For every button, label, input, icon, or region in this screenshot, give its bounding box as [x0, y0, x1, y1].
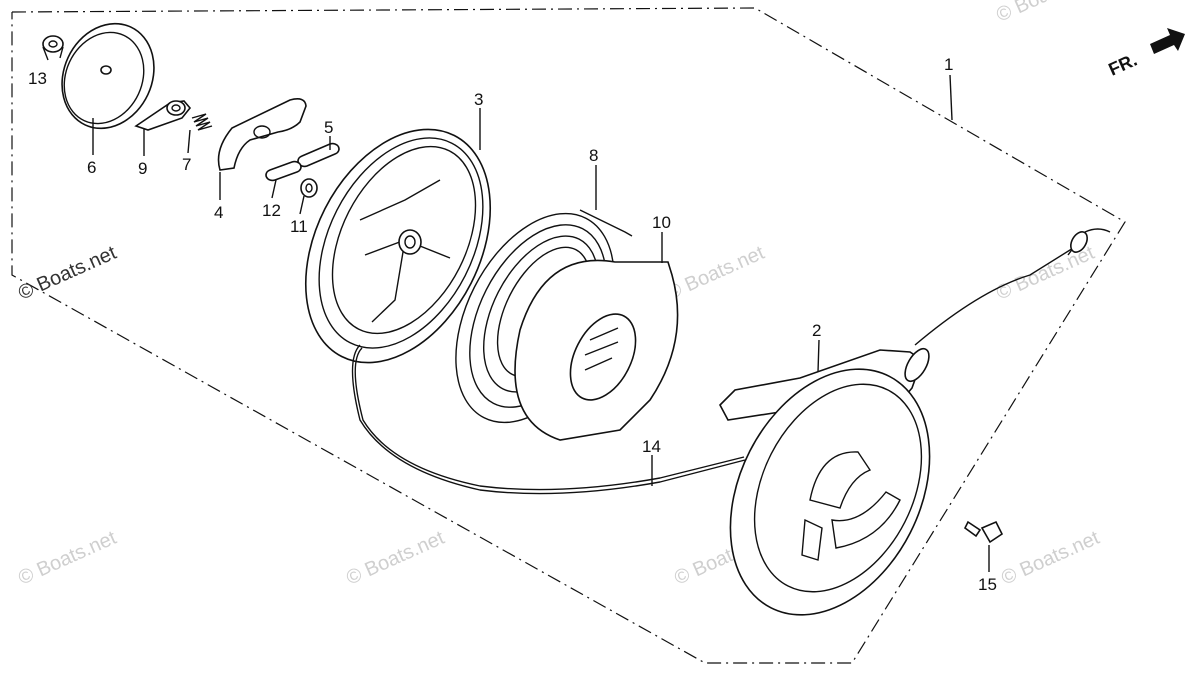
part-6-cover-plate — [61, 22, 155, 130]
watermark-6: © Boats.net — [998, 527, 1103, 590]
part-label-10: 10 — [652, 213, 671, 232]
part-label-9: 9 — [138, 159, 147, 178]
leader-lines — [92, 74, 990, 572]
part-label-13: 13 — [28, 69, 47, 88]
part-label-5: 5 — [324, 118, 333, 137]
part-label-3: 3 — [474, 90, 483, 109]
watermark-1: © Boats.net — [15, 242, 120, 305]
part-labels: 1 2 3 4 5 6 7 8 9 10 11 12 13 14 15 — [28, 55, 997, 594]
part-5-pin — [297, 142, 340, 168]
watermark-8: © Boats.net — [993, 242, 1098, 305]
part-label-7: 7 — [182, 155, 191, 174]
part-3-starter-reel — [304, 128, 492, 364]
part-label-4: 4 — [214, 203, 223, 222]
front-arrow-icon — [1150, 28, 1185, 54]
part-2-starter-case — [719, 347, 931, 616]
front-direction-indicator: FR. — [1105, 28, 1185, 80]
part-10-spring-case — [514, 259, 679, 441]
part-14-starter-rope — [351, 228, 1111, 495]
watermark-4: © Boats.net — [343, 527, 448, 590]
part-label-8: 8 — [589, 146, 598, 165]
part-15-bolt — [963, 520, 1004, 544]
part-label-15: 15 — [978, 575, 997, 594]
part-label-14: 14 — [642, 437, 661, 456]
front-direction-label: FR. — [1105, 50, 1140, 80]
part-7-spring — [191, 113, 213, 131]
part-13-nut — [42, 35, 64, 61]
part-label-6: 6 — [87, 158, 96, 177]
watermark-7: © Boats.net — [993, 0, 1098, 27]
part-label-1: 1 — [944, 55, 953, 74]
watermark-2: © Boats.net — [663, 242, 768, 305]
part-4-ratchet-pawl — [217, 98, 307, 171]
part-9-ratchet-guide — [134, 100, 192, 131]
watermark-3: © Boats.net — [15, 527, 120, 590]
part-label-11: 11 — [290, 217, 308, 236]
part-label-2: 2 — [812, 321, 821, 340]
part-11-washer — [300, 178, 318, 198]
part-12-collar — [265, 160, 302, 182]
assembly-boundary — [11, 7, 1126, 664]
part-label-12: 12 — [262, 201, 281, 220]
